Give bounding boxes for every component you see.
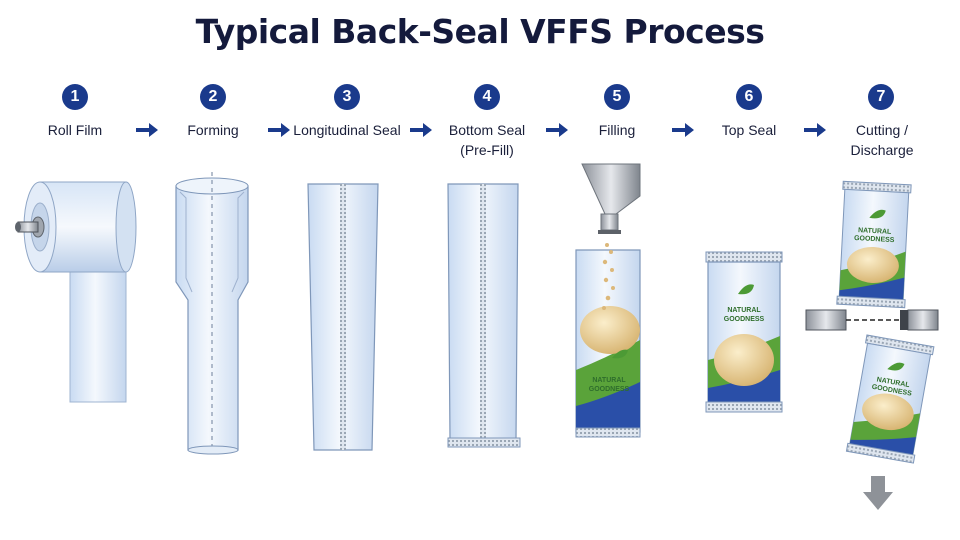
top-seal-illustration: NATURAL GOODNESS	[705, 251, 783, 413]
cutting-discharge-illustration: NATURAL GOODNESS NATURAL GOODNESS	[805, 180, 939, 510]
pack-text-line2: GOODNESS	[854, 235, 895, 244]
arrow-right-icon	[546, 123, 568, 137]
pack-text-line2: GOODNESS	[724, 316, 765, 323]
bottom-seal-illustration	[447, 183, 521, 448]
page-title: Typical Back-Seal VFFS Process	[195, 12, 765, 51]
step-4-number: 4	[474, 84, 500, 110]
step-7-number: 7	[868, 84, 894, 110]
arrow-right-icon	[136, 123, 158, 137]
step-7-label: Cutting / Discharge	[850, 122, 914, 158]
step-3-label: Longitudinal Seal	[293, 122, 401, 138]
step-4-label: Bottom Seal (Pre-Fill)	[448, 122, 526, 158]
forming-tube-illustration	[175, 172, 249, 455]
pack-text-line1: NATURAL	[592, 377, 626, 384]
step-5-number: 5	[604, 84, 630, 110]
roll-film-illustration	[15, 181, 137, 403]
upper-pack: NATURAL GOODNESS	[836, 180, 912, 309]
pack-text-line1: NATURAL	[858, 227, 892, 236]
lower-pack: NATURAL GOODNESS	[845, 334, 935, 464]
arrow-right-icon	[804, 123, 826, 137]
step-6-number: 6	[736, 84, 762, 110]
arrow-down-icon	[863, 476, 893, 510]
pack-text-line2: GOODNESS	[589, 386, 630, 393]
arrow-right-icon	[410, 123, 432, 137]
arrow-right-icon	[672, 123, 694, 137]
step-5-label: Filling	[598, 122, 636, 138]
arrow-right-icon	[268, 123, 290, 137]
pack-text-line1: NATURAL	[727, 307, 761, 314]
step-2-number: 2	[200, 84, 226, 110]
step-6-label: Top Seal	[721, 122, 777, 138]
longitudinal-seal-illustration	[307, 183, 379, 451]
step-1-label: Roll Film	[47, 122, 103, 138]
step-2-label: Forming	[187, 122, 239, 138]
step-3-number: 3	[334, 84, 360, 110]
step-1-number: 1	[62, 84, 88, 110]
filling-illustration: NATURAL GOODNESS	[575, 163, 641, 438]
falling-grains	[602, 243, 615, 310]
